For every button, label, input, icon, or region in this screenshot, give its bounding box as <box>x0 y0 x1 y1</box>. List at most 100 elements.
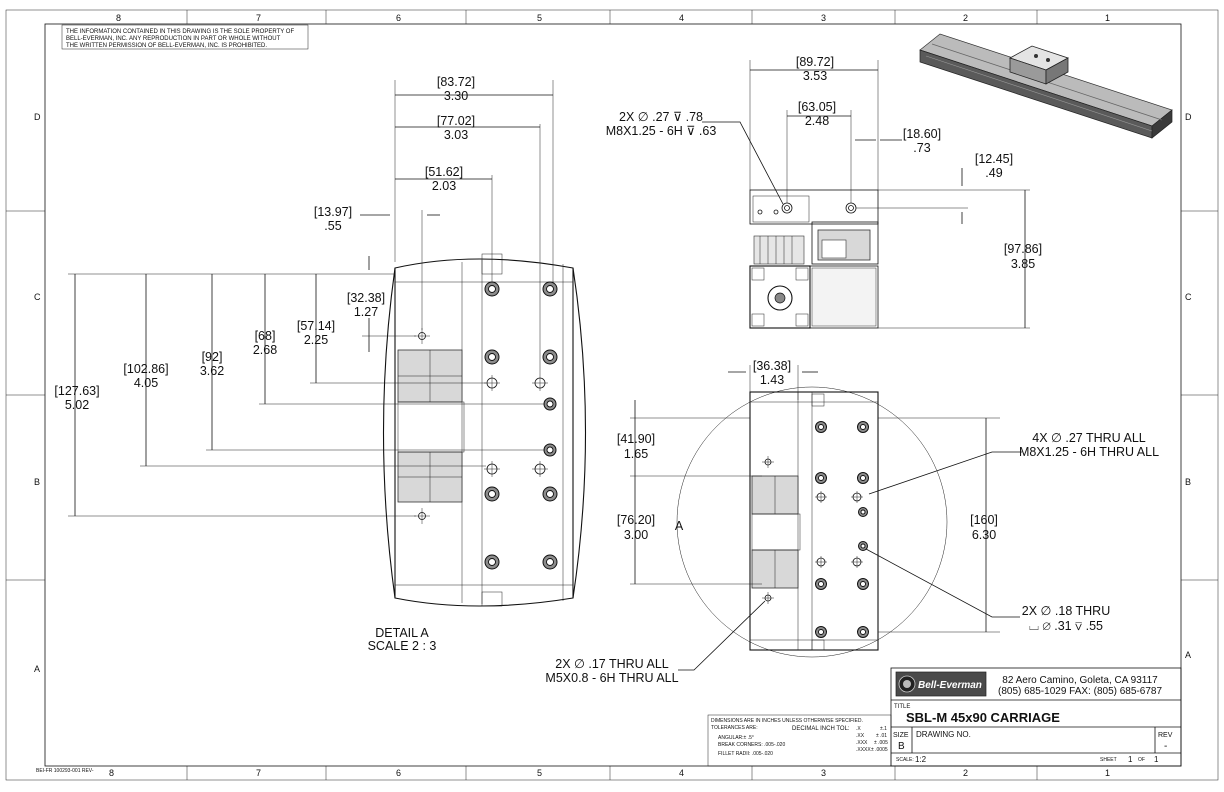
dim-0-55: .55 <box>324 219 341 233</box>
tol-fillet-radii: FILLET RADII: .005-.020 <box>718 751 773 757</box>
zone-labels: 8 7 6 5 4 3 2 1 8 7 6 5 4 3 2 1 D C B A … <box>34 13 1192 778</box>
dim-3-03: 3.03 <box>444 128 468 142</box>
form-number: BEI-FR 100293-001 REV- <box>36 768 94 774</box>
zone-col-top-7: 7 <box>256 13 261 23</box>
dim-32-38: [32.38] <box>347 291 385 305</box>
rev-label: REV <box>1158 732 1173 739</box>
notice-line-3: THE WRITTEN PERMISSION OF BELL-EVERMAN, … <box>66 43 267 49</box>
zone-col-top-1: 1 <box>1105 13 1110 23</box>
title-label: TITLE <box>894 704 910 710</box>
dim-1-65: 1.65 <box>624 447 648 461</box>
scale-label: SCALE: <box>896 757 914 763</box>
tol-x-value: ±.1 <box>880 726 887 732</box>
dim-2-03: 2.03 <box>432 179 456 193</box>
note-2x-18-line2: ⌴ ∅ .31 ⊽ .55 <box>1029 619 1103 633</box>
dim-102-86: [102.86] <box>123 362 168 376</box>
scale-value: 1:2 <box>915 755 927 764</box>
sheet-border <box>5 9 1219 781</box>
rev-value: - <box>1164 741 1167 752</box>
sheet-label: SHEET <box>1100 757 1117 763</box>
zone-col-top-4: 4 <box>679 13 684 23</box>
tol-xx-value: ± .01 <box>876 733 887 739</box>
tol-xxxx-value: ± .0005 <box>871 747 888 753</box>
dim-2-48: 2.48 <box>805 114 829 128</box>
tol-break-corners: BREAK CORNERS: .005-.020 <box>718 742 785 748</box>
dim-77-02: [77.02] <box>437 114 475 128</box>
dim-97-86: [97.86] <box>1004 242 1042 256</box>
zone-col-top-5: 5 <box>537 13 542 23</box>
tol-xxx-value: ± .005 <box>874 740 888 746</box>
top-view-dimensions: [36.38] 1.43 [41.90] 1.65 [76.20] 3.00 [… <box>545 359 1159 685</box>
dim-2-68: 2.68 <box>253 343 277 357</box>
zone-col-bottom-7: 7 <box>256 768 261 778</box>
zone-row-right-c: C <box>1185 292 1192 302</box>
zone-col-bottom-8: 8 <box>109 768 114 778</box>
isometric-preview <box>919 33 1173 139</box>
zone-col-bottom-6: 6 <box>396 768 401 778</box>
dim-68: [68] <box>255 329 276 343</box>
tol-angular: ANGULAR:± .5° <box>718 735 754 741</box>
dim-1-27: 1.27 <box>354 305 378 319</box>
dim-2-25: 2.25 <box>304 333 328 347</box>
address-line-1: 82 Aero Camino, Goleta, CA 93117 <box>1002 675 1158 686</box>
zone-col-bottom-3: 3 <box>821 768 826 778</box>
drawing-title: SBL-M 45x90 CARRIAGE <box>906 710 1060 725</box>
dim-0-49: .49 <box>985 166 1002 180</box>
proprietary-notice: THE INFORMATION CONTAINED IN THIS DRAWIN… <box>61 24 309 50</box>
dim-3-85: 3.85 <box>1011 257 1035 271</box>
zone-col-bottom-5: 5 <box>537 768 542 778</box>
notice-line-1: THE INFORMATION CONTAINED IN THIS DRAWIN… <box>66 29 294 35</box>
company-logo: Bell-Everman <box>895 671 987 697</box>
note-2x-17-line1: 2X ∅ .17 THRU ALL <box>555 657 669 671</box>
note-2x-17-line2: M5X0.8 - 6H THRU ALL <box>545 671 678 685</box>
top-view <box>630 365 1022 671</box>
detail-label-a: A <box>675 519 684 533</box>
tol-xx: .XX <box>856 733 865 739</box>
tol-line-1: DIMENSIONS ARE IN INCHES UNLESS OTHERWIS… <box>711 718 863 724</box>
dim-57-14: [57.14] <box>297 319 335 333</box>
tol-decimal-label: DECIMAL INCH TOL: <box>792 726 850 732</box>
end-view-dimensions: [89.72] 3.53 [63.05] 2.48 [18.60] .73 [1… <box>606 55 1042 271</box>
dim-18-60: [18.60] <box>903 127 941 141</box>
dim-3-53: 3.53 <box>803 69 827 83</box>
dim-127-63: [127.63] <box>54 384 99 398</box>
tol-line-2: TOLERANCES ARE: <box>711 725 758 731</box>
dim-51-62: [51.62] <box>425 165 463 179</box>
size-label: SIZE <box>893 732 909 739</box>
zone-row-right-b: B <box>1185 477 1191 487</box>
zone-col-bottom-4: 4 <box>679 768 684 778</box>
notice-line-2: BELL-EVERMAN, INC. ANY REPRODUCTION IN P… <box>66 36 281 42</box>
dim-3-62: 3.62 <box>200 364 224 378</box>
tol-x: .X <box>856 726 861 732</box>
zone-row-right-a: A <box>1185 650 1191 660</box>
end-view <box>702 60 1030 329</box>
note-2x-27-line2: M8X1.25 - 6H ⊽ .63 <box>606 124 717 138</box>
zone-row-left-c: C <box>34 292 41 302</box>
size-value: B <box>898 741 905 752</box>
of-value: 1 <box>1154 755 1159 764</box>
note-4x-27-line2: M8X1.25 - 6H THRU ALL <box>1019 445 1159 459</box>
detail-a-dimensions: [83.72] 3.30 [77.02] 3.03 [51.62] 2.03 [… <box>54 75 475 653</box>
zone-col-top-3: 3 <box>821 13 826 23</box>
dim-13-97: [13.97] <box>314 205 352 219</box>
title-block: Bell-Everman 82 Aero Camino, Goleta, CA … <box>890 667 1182 767</box>
zone-row-left-d: D <box>34 112 41 122</box>
zone-row-left-b: B <box>34 477 40 487</box>
zone-col-bottom-2: 2 <box>963 768 968 778</box>
dim-3-00: 3.00 <box>624 528 648 542</box>
detail-a-caption: DETAIL A <box>375 626 429 640</box>
dim-4-05: 4.05 <box>134 376 158 390</box>
dim-3-30: 3.30 <box>444 89 468 103</box>
zone-col-top-6: 6 <box>396 13 401 23</box>
detail-a-scale: SCALE 2 : 3 <box>368 639 437 653</box>
dim-12-45: [12.45] <box>975 152 1013 166</box>
dim-92: [92] <box>202 350 223 364</box>
dim-6-30: 6.30 <box>972 528 996 542</box>
logo-text: Bell-Everman <box>918 680 982 691</box>
of-label: OF <box>1138 757 1145 763</box>
tol-xxx: .XXX <box>856 740 868 746</box>
dim-89-72: [89.72] <box>796 55 834 69</box>
zone-col-top-2: 2 <box>963 13 968 23</box>
dim-63-05: [63.05] <box>798 100 836 114</box>
